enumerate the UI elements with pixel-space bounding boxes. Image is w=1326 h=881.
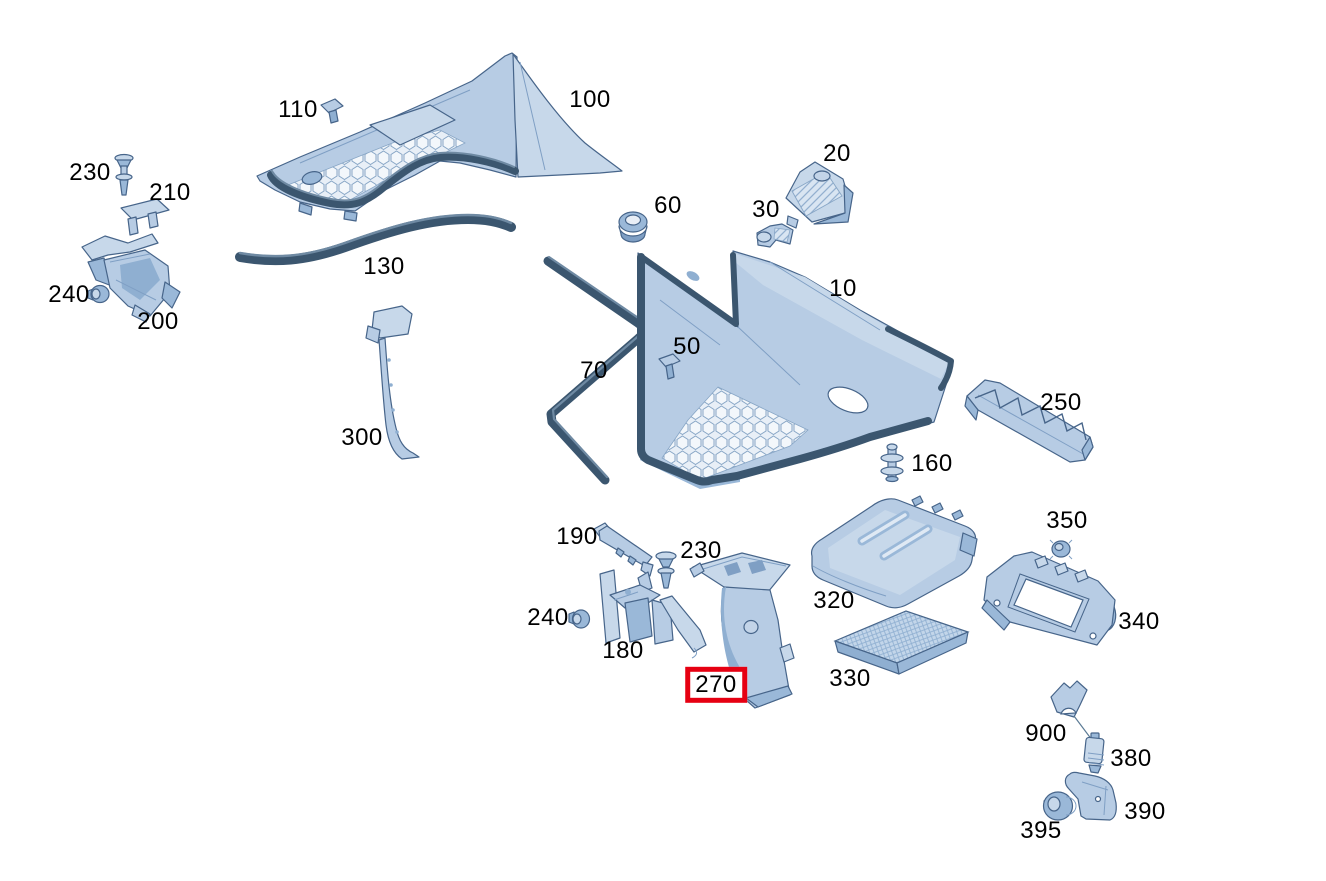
part-label-250[interactable]: 250: [1040, 388, 1082, 416]
part-330-cabin-air-filter[interactable]: [833, 610, 970, 675]
part-70-seal-strip[interactable]: [543, 255, 653, 485]
part-label-20[interactable]: 20: [823, 139, 851, 167]
part-160-expansion-pin[interactable]: [880, 443, 904, 483]
part-390-bracket[interactable]: [1064, 771, 1117, 821]
part-395-grommet[interactable]: [1042, 791, 1077, 821]
part-190-rail-bracket[interactable]: [593, 522, 654, 577]
part-250-support-rail[interactable]: [964, 379, 1094, 463]
part-20-vent-grille[interactable]: [785, 161, 854, 229]
part-label-330[interactable]: 330: [829, 664, 871, 692]
part-50-clip[interactable]: [658, 353, 681, 380]
part-130-seal-strip[interactable]: [235, 213, 516, 266]
part-380-sensor[interactable]: [1083, 732, 1105, 774]
part-label-350[interactable]: 350: [1046, 506, 1088, 534]
part-label-340[interactable]: 340: [1118, 607, 1160, 635]
part-270-air-duct[interactable]: [689, 552, 795, 709]
part-label-210[interactable]: 210: [149, 178, 191, 206]
part-240-grommet-top[interactable]: [87, 284, 110, 304]
part-label-200[interactable]: 200: [137, 307, 179, 335]
part-30-bracket[interactable]: [756, 223, 794, 248]
part-label-240-lower[interactable]: 240: [527, 603, 569, 631]
part-label-70[interactable]: 70: [580, 356, 608, 384]
part-label-130[interactable]: 130: [363, 252, 405, 280]
part-label-240-top[interactable]: 240: [48, 280, 90, 308]
part-label-395[interactable]: 395: [1020, 816, 1062, 844]
part-10-cowl-panel[interactable]: [637, 250, 954, 489]
part-label-160[interactable]: 160: [911, 449, 953, 477]
part-300-pillar-bracket[interactable]: [365, 305, 420, 460]
part-label-10[interactable]: 10: [829, 274, 857, 302]
part-label-320[interactable]: 320: [813, 586, 855, 614]
part-230-expansion-rivet-lower[interactable]: [655, 551, 677, 589]
part-label-230-top[interactable]: 230: [69, 158, 111, 186]
part-320-filter-housing-cover[interactable]: [810, 495, 978, 609]
part-label-30[interactable]: 30: [752, 195, 780, 223]
part-110-clip[interactable]: [320, 98, 344, 124]
part-340-intake-housing[interactable]: [981, 551, 1121, 646]
part-label-230-lower[interactable]: 230: [680, 536, 722, 564]
part-180-bracket-assembly[interactable]: [599, 569, 707, 659]
part-label-390[interactable]: 390: [1124, 797, 1166, 825]
part-label-180[interactable]: 180: [602, 636, 644, 664]
part-200-bracket-assembly[interactable]: [81, 233, 181, 323]
part-label-60[interactable]: 60: [654, 191, 682, 219]
part-label-100[interactable]: 100: [569, 85, 611, 113]
part-240-grommet-lower[interactable]: [568, 609, 591, 629]
part-label-190[interactable]: 190: [556, 522, 598, 550]
part-label-300[interactable]: 300: [341, 423, 383, 451]
part-label-270-selected[interactable]: 270: [685, 666, 747, 704]
part-100-cowl-panel[interactable]: [256, 52, 623, 222]
part-60-grommet-ring[interactable]: [618, 211, 648, 243]
part-label-900[interactable]: 900: [1025, 719, 1067, 747]
part-900-tag[interactable]: [1050, 680, 1093, 741]
part-label-380[interactable]: 380: [1110, 744, 1152, 772]
part-210-bracket[interactable]: [120, 198, 170, 236]
part-350-fastener[interactable]: [1049, 539, 1073, 560]
leader-line-900-380: [1073, 715, 1093, 741]
part-label-50[interactable]: 50: [673, 332, 701, 360]
part-label-110[interactable]: 110: [278, 95, 318, 123]
part-230-expansion-rivet-top[interactable]: [114, 153, 134, 196]
